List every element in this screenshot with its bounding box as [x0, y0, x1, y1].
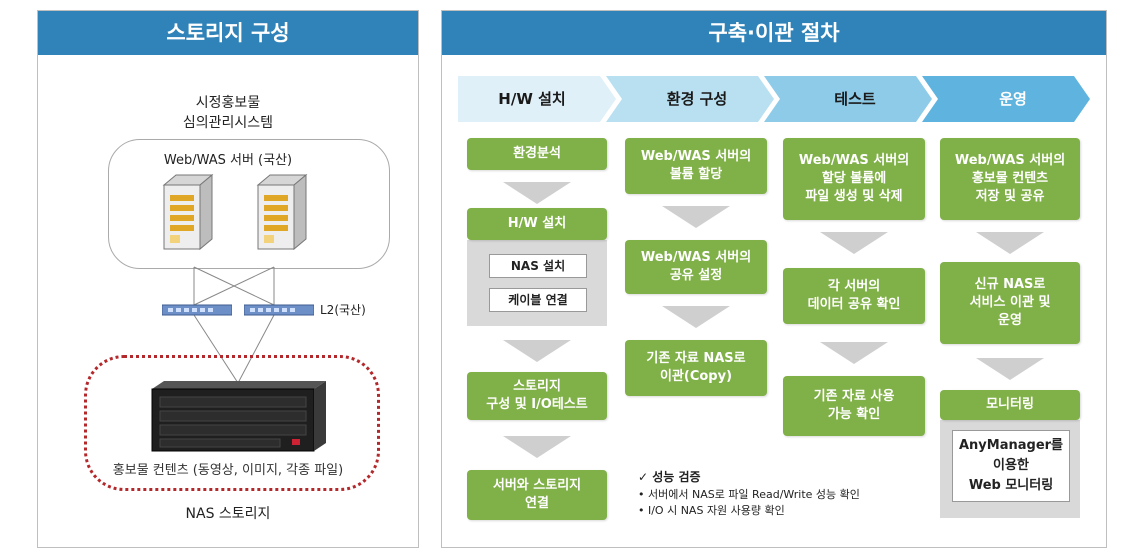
- col4-arrow-2: [976, 358, 1044, 380]
- step-test: 테스트: [834, 90, 876, 108]
- col1-env-analysis: 환경분석: [467, 138, 607, 170]
- col2-share-setting: Web/WAS 서버의 공유 설정: [625, 240, 767, 294]
- col1-server-storage-connect: 서버와 스토리지 연결: [467, 470, 607, 520]
- l2-switch-icon-1: [162, 304, 232, 316]
- col3-arrow-1: [820, 232, 888, 254]
- nas-storage-boundary: [84, 355, 380, 491]
- col1-cable-connect: 케이블 연결: [489, 288, 587, 312]
- system-name: 시정홍보물 심의관리시스템: [182, 95, 274, 131]
- col1-hw-install: H/W 설치: [467, 208, 607, 240]
- server-icon-1: [162, 173, 214, 251]
- col4-content-store-share: Web/WAS 서버의 홍보물 컨텐츠 저장 및 공유: [940, 138, 1080, 220]
- col1-arrow-1: [503, 182, 571, 204]
- l2-switch-icon-2: [244, 304, 314, 316]
- col2-data-migration: 기존 자료 NAS로 이관(Copy): [625, 340, 767, 396]
- performance-check-line-1: • 서버에서 NAS로 파일 Read/Write 성능 확인: [638, 488, 860, 501]
- col2-volume-alloc: Web/WAS 서버의 볼륨 할당: [625, 138, 767, 194]
- storage-config-panel: 스토리지 구성 시정홍보물 심의관리시스템 Web/WAS 서버 (국산): [37, 10, 419, 548]
- col1-storage-io-test: 스토리지 구성 및 I/O테스트: [467, 372, 607, 420]
- col1-arrow-3: [503, 436, 571, 458]
- col1-nas-install: NAS 설치: [489, 254, 587, 278]
- nas-storage-icon: [151, 381, 326, 452]
- col4-arrow-1: [976, 232, 1044, 254]
- nas-content-label: 홍보물 컨텐츠 (동영상, 이미지, 각종 파일): [112, 463, 344, 478]
- col4-service-migration: 신규 NAS로 서비스 이관 및 운영: [940, 262, 1080, 344]
- col4-monitoring: 모니터링: [940, 390, 1080, 420]
- step-chevrons: [458, 76, 1090, 122]
- col1-hw-sub-bg: [467, 240, 607, 326]
- col3-file-create-delete: Web/WAS 서버의 할당 볼륨에 파일 생성 및 삭제: [783, 138, 925, 220]
- performance-check-line-2: • I/O 시 NAS 자원 사용량 확인: [638, 504, 785, 517]
- network-lines: [193, 266, 275, 384]
- col3-data-share-check: 각 서버의 데이터 공유 확인: [783, 268, 925, 324]
- col3-arrow-2: [820, 342, 888, 364]
- step-operation: 운영: [999, 90, 1027, 108]
- step-env-config: 환경 구성: [666, 90, 728, 108]
- col2-arrow-2: [662, 306, 730, 328]
- build-migration-title: 구축·이관 절차: [442, 11, 1106, 55]
- performance-check-title: ✓ 성능 검증: [638, 470, 701, 484]
- col1-arrow-2: [503, 340, 571, 362]
- nas-storage-label: NAS 스토리지: [185, 506, 271, 522]
- col4-anymanager-web-monitoring: AnyManager를 이용한 Web 모니터링: [952, 430, 1070, 502]
- web-was-server-label: Web/WAS 서버 (국산): [163, 153, 293, 168]
- server-icon-2: [256, 173, 308, 251]
- storage-config-title: 스토리지 구성: [38, 11, 418, 55]
- l2-switch-label: L2(국산): [320, 303, 366, 317]
- col2-arrow-1: [662, 206, 730, 228]
- step-hw-install: H/W 설치: [498, 90, 566, 108]
- col3-data-usability-check: 기존 자료 사용 가능 확인: [783, 376, 925, 436]
- web-was-server-group: [108, 139, 390, 269]
